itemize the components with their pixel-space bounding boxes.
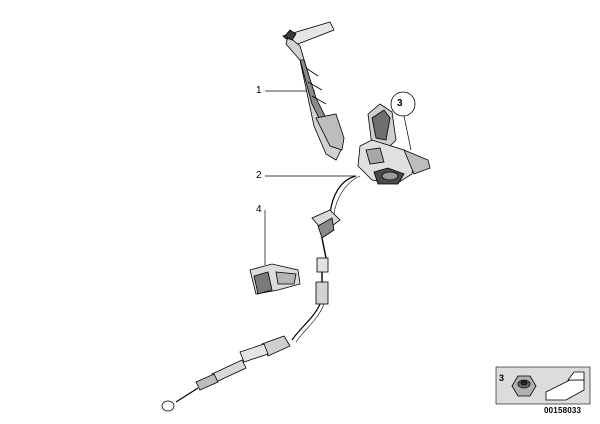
cable-clip-part: [249, 263, 301, 295]
cable-tie-icon: [545, 371, 585, 401]
legend-item-number: 3: [499, 373, 505, 383]
shifter-housing-part: [357, 103, 431, 185]
nut-icon: [511, 375, 537, 397]
shift-cable-part: [161, 175, 361, 412]
legend-box: [495, 366, 591, 405]
callout-circle-3: [390, 91, 416, 117]
callout-label-3: 3: [397, 98, 403, 109]
selector-lever-part: [282, 21, 345, 161]
callout-label-2: 2: [256, 170, 262, 181]
diagram-id: 00158033: [544, 406, 582, 415]
callout-label-1: 1: [256, 85, 262, 96]
leader-line-3: [403, 115, 412, 151]
callout-label-4: 4: [256, 204, 262, 215]
